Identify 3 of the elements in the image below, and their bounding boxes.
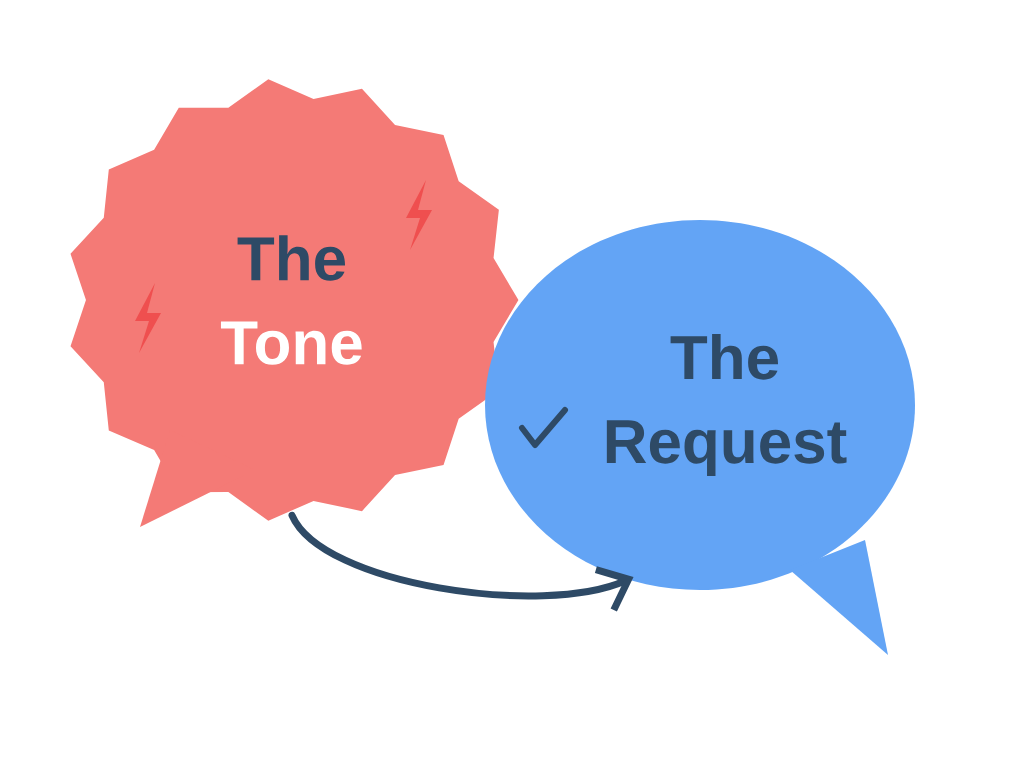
speech-bubble: The Request bbox=[485, 220, 915, 655]
curved-arrow bbox=[288, 511, 634, 612]
jagged-speech-bubble: The Tone bbox=[70, 79, 519, 527]
